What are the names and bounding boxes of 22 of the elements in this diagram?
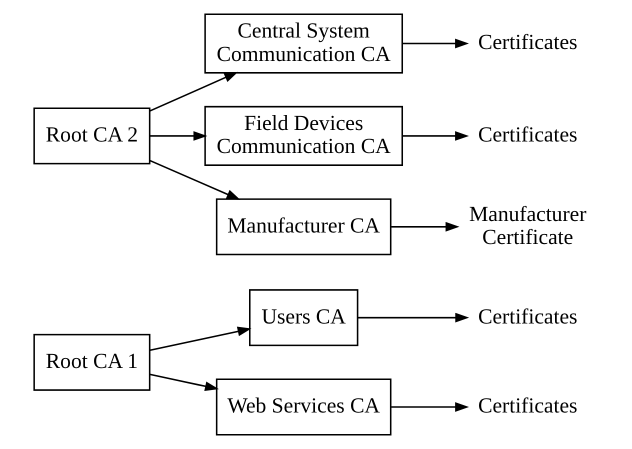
node-text: Certificates [478, 122, 578, 147]
arrow [402, 38, 469, 48]
arrow [150, 160, 240, 200]
arrow [402, 131, 469, 141]
node-box: Central System Communication CA [204, 14, 404, 74]
arrow [150, 374, 219, 392]
node-box: Manufacturer CA [216, 198, 392, 256]
arrow [150, 326, 252, 351]
node-box: Root CA 1 [33, 334, 150, 391]
node-text: Certificates [478, 30, 578, 54]
node-text: Manufacturer Certificate [469, 202, 586, 250]
node-text: Certificates [478, 394, 578, 418]
arrow [358, 312, 470, 323]
arrow [391, 222, 460, 232]
node-box: Web Services CA [216, 378, 392, 436]
arrow [391, 402, 469, 412]
arrow [150, 131, 208, 141]
node-box: Root CA 2 [33, 107, 150, 164]
node-text: Certificates [478, 304, 578, 328]
node-box: Users CA [249, 289, 358, 346]
node-box: Field Devices Communication CA [204, 106, 404, 166]
arrow [150, 72, 238, 112]
